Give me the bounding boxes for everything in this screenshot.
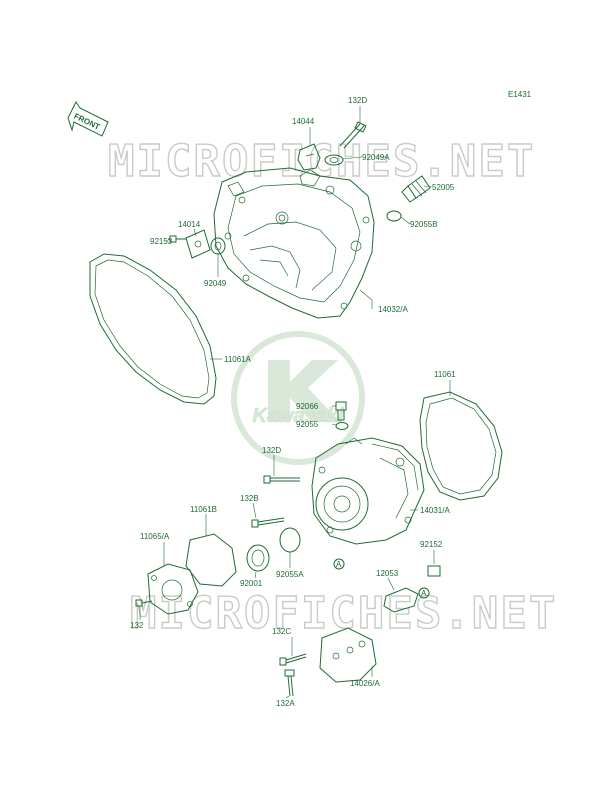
seal-92049a xyxy=(324,154,344,166)
label-132b: 132B xyxy=(240,494,259,503)
label-92153: 92153 xyxy=(150,237,173,246)
cap-92001 xyxy=(246,544,270,572)
bolt-132a xyxy=(284,669,295,697)
cover-11065a xyxy=(147,563,199,615)
oring-92055b xyxy=(386,210,402,222)
collar-92152 xyxy=(427,565,441,577)
plug-92066 xyxy=(335,401,347,421)
plate-14014 xyxy=(185,229,211,259)
bolt-132d-upper xyxy=(339,121,367,149)
bracket-12053 xyxy=(383,587,419,613)
label-132c: 132C xyxy=(272,627,291,636)
label-14032a: 14032/A xyxy=(378,305,408,314)
label-92066: 92066 xyxy=(296,402,319,411)
gasket-11061 xyxy=(419,391,503,501)
label-14031a: 14031/A xyxy=(420,506,450,515)
kawasaki-logo: Kawasaki xyxy=(231,331,365,465)
label-52005: 52005 xyxy=(432,183,455,192)
bolt-132b xyxy=(251,517,285,528)
generator-cover xyxy=(311,437,425,545)
label-132d-lower: 132D xyxy=(262,446,281,455)
part-labels: 132D 14044 92049A 52005 92055B 14014 921… xyxy=(130,96,456,708)
label-132a: 132A xyxy=(276,699,295,708)
ref-marker-a1: A xyxy=(333,558,345,570)
bolt-132 xyxy=(135,599,153,607)
ref-marker-a2: A xyxy=(418,587,430,599)
watermark-top: MICROFICHES.NET xyxy=(107,135,535,187)
gasket-11061b xyxy=(185,533,237,587)
clutch-cover-upper xyxy=(213,167,375,319)
cap-52005 xyxy=(401,175,431,203)
svg-text:A: A xyxy=(336,560,342,569)
svg-text:A: A xyxy=(421,589,427,598)
label-92001: 92001 xyxy=(240,579,263,588)
watermark-bottom: MICROFICHES.NET xyxy=(129,587,557,639)
label-11065a: 11065/A xyxy=(140,532,170,541)
oring-92055 xyxy=(335,422,349,430)
label-11061a: 11061A xyxy=(224,355,252,364)
leader-lines xyxy=(139,106,451,699)
label-14044: 14044 xyxy=(292,117,315,126)
svg-text:MICROFICHES.NET: MICROFICHES.NET xyxy=(130,588,557,639)
label-14026a: 14026/A xyxy=(350,679,380,688)
label-12053: 12053 xyxy=(376,569,399,578)
front-arrow-icon: FRONT xyxy=(67,101,109,137)
label-11061: 11061 xyxy=(434,370,456,379)
label-92055: 92055 xyxy=(296,420,319,429)
bolt-132d-lower xyxy=(263,475,300,484)
svg-text:MICROFICHES.NET: MICROFICHES.NET xyxy=(108,136,535,187)
label-14014: 14014 xyxy=(178,220,201,229)
bracket-14044 xyxy=(297,143,321,171)
label-92049: 92049 xyxy=(204,279,227,288)
label-132d: 132D xyxy=(348,96,367,105)
label-92055a: 92055A xyxy=(276,570,304,579)
label-92049a: 92049A xyxy=(362,153,390,162)
label-92055b: 92055B xyxy=(410,220,438,229)
oring-92055a xyxy=(279,527,301,553)
diagram-code: E1431 xyxy=(508,90,532,99)
bolt-92153 xyxy=(169,235,186,243)
bolt-132c xyxy=(279,653,307,666)
seal-92049 xyxy=(210,237,226,255)
gasket-11061a xyxy=(89,253,217,405)
guide-14026a xyxy=(319,627,377,683)
label-92152: 92152 xyxy=(420,540,443,549)
label-132: 132 xyxy=(130,621,144,630)
svg-text:Kawasaki: Kawasaki xyxy=(252,405,344,427)
label-11061b: 11061B xyxy=(190,505,217,514)
